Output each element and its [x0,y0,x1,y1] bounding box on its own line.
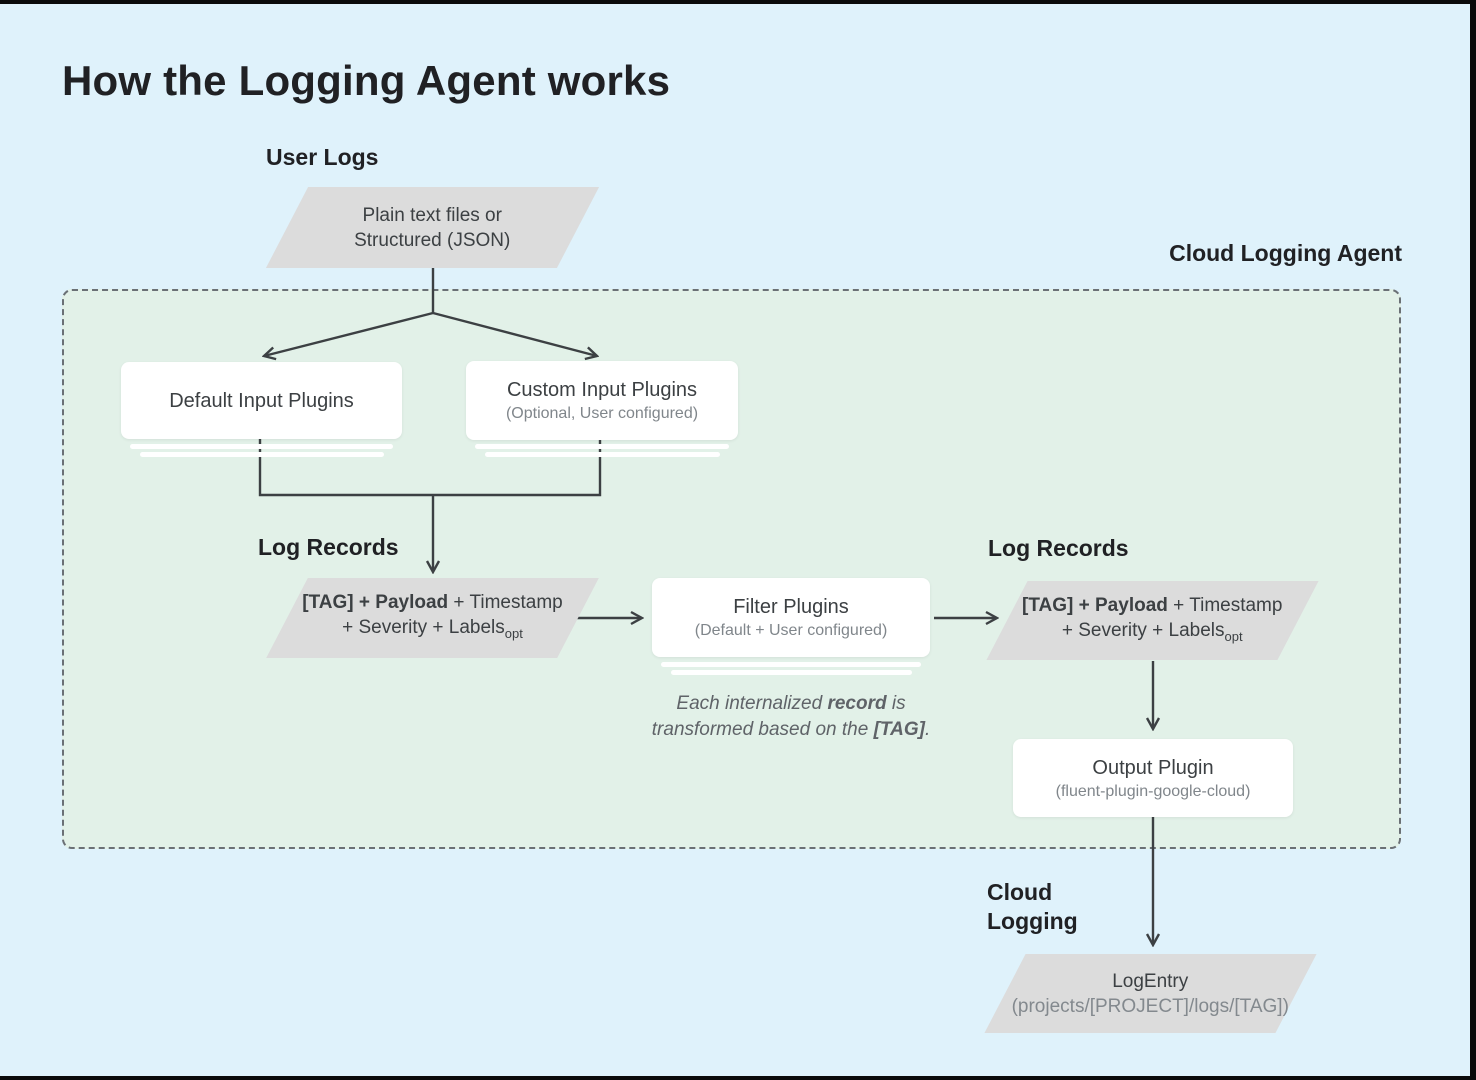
default-input-title: Default Input Plugins [169,389,354,412]
log-record-left-line1: [TAG] + Payload + Timestamp [302,592,563,613]
filter-plugins-subtitle: (Default + User configured) [694,622,888,639]
label-cloud-logging-agent: Cloud Logging Agent [1169,240,1402,266]
label-cloud-logging-line1: Cloud [987,879,1053,905]
screen-edge-right [1470,0,1476,1080]
filter-plugins-stack-line-1 [661,662,921,667]
custom-input-stack-line-1 [475,444,729,449]
parallelogram-log-entry: LogEntry (projects/[PROJECT]/logs/[TAG]) [984,954,1317,1033]
log-entry-text: LogEntry (projects/[PROJECT]/logs/[TAG]) [1005,969,1296,1019]
label-log-records-right: Log Records [988,535,1129,561]
label-user-logs: User Logs [266,144,379,170]
log-record-right-text: [TAG] + Payload + Timestamp + Severity +… [1007,593,1298,649]
arrow-to-custom-input [432,311,597,356]
parallelogram-user-logs-text: Plain text files or Structured (JSON) [287,203,578,253]
parallelogram-log-record-right: [TAG] + Payload + Timestamp + Severity +… [986,581,1319,660]
filter-note-line1: Each internalized record is [676,693,906,714]
log-record-right-line1: [TAG] + Payload + Timestamp [1022,594,1283,616]
log-record-left-line2: + Severity + Labelsopt [342,617,523,641]
default-input-stack-line-2 [140,452,384,457]
connector-inputs-join [258,439,602,497]
label-log-records-left: Log Records [258,534,399,560]
box-custom-input-plugins: Custom Input Plugins (Optional, User con… [466,361,738,440]
box-output-plugin: Output Plugin (fluent-plugin-google-clou… [1013,739,1293,817]
custom-input-stack-line-2 [485,452,720,457]
screen-edge-top [0,0,1476,4]
screen-edge-bottom [0,1076,1476,1080]
label-cloud-logging: Cloud Logging [987,878,1078,936]
log-entry-title: LogEntry [1112,970,1189,992]
filter-note-line2: transformed based on the [TAG]. [651,719,931,740]
log-record-left-text: [TAG] + Payload + Timestamp + Severity +… [287,590,578,646]
custom-input-subtitle: (Optional, User configured) [505,405,699,422]
box-filter-plugins: Filter Plugins (Default + User configure… [652,578,930,657]
user-logs-line2: Structured (JSON) [354,229,511,251]
box-default-input-plugins: Default Input Plugins [121,362,402,439]
filter-plugins-stack-line-2 [671,670,912,675]
filter-plugins-title: Filter Plugins [733,596,849,618]
filter-note: Each internalized record is transformed … [621,691,961,743]
label-cloud-logging-line2: Logging [987,908,1078,934]
default-input-stack-line-1 [130,444,393,449]
log-entry-subtitle: (projects/[PROJECT]/logs/[TAG]) [1011,995,1290,1017]
output-plugin-title: Output Plugin [1092,756,1214,779]
output-plugin-subtitle: (fluent-plugin-google-cloud) [1055,782,1251,800]
custom-input-title: Custom Input Plugins [506,379,698,401]
parallelogram-log-record-left: [TAG] + Payload + Timestamp + Severity +… [266,578,599,658]
parallelogram-user-logs: Plain text files or Structured (JSON) [265,187,600,268]
user-logs-line1: Plain text files or [362,204,503,226]
arrow-to-default-input [264,311,434,356]
log-record-right-line2: + Severity + Labelsopt [1062,619,1243,644]
page-title: How the Logging Agent works [62,57,671,104]
